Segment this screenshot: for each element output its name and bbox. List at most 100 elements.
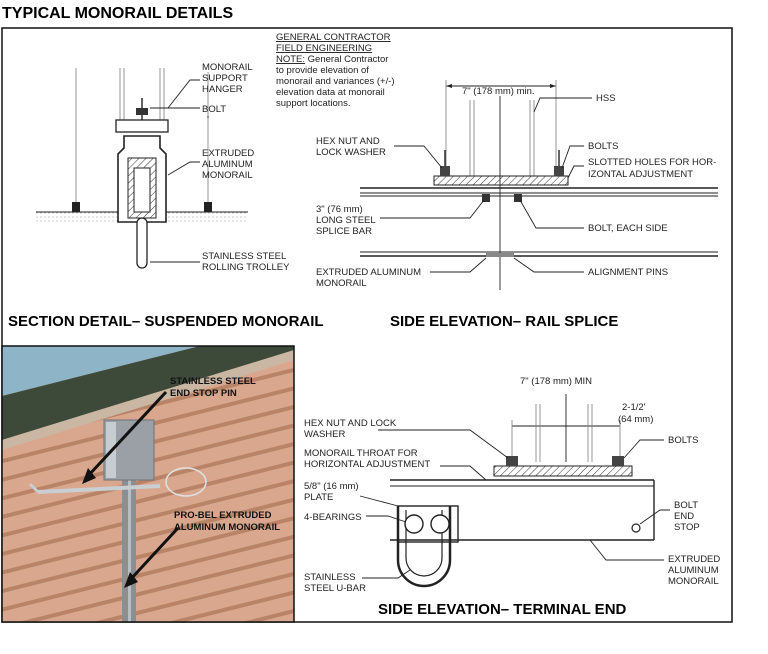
alignment-pin-bar [486, 253, 514, 257]
photo-end-stop-pin [37, 484, 161, 494]
label-t-ext-1: EXTRUDED [668, 554, 720, 565]
label-t-hex-2: WASHER [304, 429, 345, 440]
leader-t-throat [440, 465, 487, 481]
leader-t-plate [359, 495, 399, 507]
label-splice-dim: 7" (178 mm) min. [462, 86, 535, 97]
label-trolley-1: STAINLESS STEEL [202, 251, 286, 262]
label-splice-1: 3" (76 mm) [316, 204, 363, 215]
photo-label-rail-2: ALUMINUM MONORAIL [174, 522, 280, 533]
label-t-ubar-2: STEEL U-BAR [304, 583, 366, 594]
photo-lanyard-loop [165, 467, 207, 497]
label-slotted-1: SLOTTED HOLES FOR HOR- [588, 157, 716, 168]
note-line-2: FIELD ENGINEERING [276, 43, 372, 54]
label-extruded-3: MONORAIL [202, 170, 253, 181]
installation-photo: STAINLESS STEEL END STOP PIN PRO-BEL EXT… [1, 345, 295, 623]
dim-arrow-right [550, 84, 556, 88]
splice-plate [433, 175, 569, 186]
photo-arrow-rail [128, 526, 180, 582]
note-line-1: GENERAL CONTRACTOR [276, 32, 391, 43]
label-t-throat-1: MONORAIL THROAT FOR [304, 448, 418, 459]
note-line-7: support locations. [276, 98, 350, 109]
leader-slotted [567, 165, 584, 179]
photo-label-pin-1: STAINLESS STEEL [170, 376, 256, 387]
label-trolley-2: ROLLING TROLLEY [202, 262, 290, 273]
leader-t-bearings [366, 515, 407, 523]
note-line-3-rest: General Contractor [305, 54, 388, 65]
terminal-plate [493, 465, 633, 477]
label-t-bearings: 4-BEARINGS [304, 512, 362, 523]
anchor-left [72, 202, 80, 212]
label-hex-1: HEX NUT AND [316, 136, 380, 147]
label-bolt-each: BOLT, EACH SIDE [588, 223, 668, 234]
u-bar-inner [405, 510, 443, 577]
note-line-3: NOTE: General Contractor [276, 54, 388, 65]
label-terminal-dim2a: 2-1/2' [622, 402, 646, 413]
u-bar-outer [396, 506, 452, 588]
leader-rail [167, 161, 200, 176]
leader-splice-bar [380, 199, 485, 219]
label-t-plate-2: PLATE [304, 492, 333, 503]
rolling-trolley [136, 217, 148, 269]
photo-arrowhead-rail [124, 572, 138, 588]
note-label: NOTE: [276, 54, 305, 65]
photo-eave [2, 346, 294, 440]
label-extruded-1: EXTRUDED [202, 148, 254, 159]
label-splice-3: SPLICE BAR [316, 226, 372, 237]
terminal-nut-left [506, 456, 518, 466]
sheet-frame [1, 27, 733, 623]
label-bolt: BOLT [202, 104, 226, 115]
label-bolts: BOLTS [588, 141, 618, 152]
leader-t-stop [639, 509, 670, 525]
anchor-right [204, 202, 212, 212]
label-pins: ALIGNMENT PINS [588, 267, 668, 278]
label-hex-2: LOCK WASHER [316, 147, 386, 158]
label-t-ext-2: ALUMINUM [668, 565, 719, 576]
label-terminal-dim2b: (64 mm) [618, 414, 653, 425]
hss-cap [115, 119, 169, 133]
label-t-bolts: BOLTS [668, 435, 698, 446]
photo-monorail-highlight [128, 430, 131, 622]
label-terminal-dim: 7" (178 mm) MIN [520, 376, 592, 387]
section-detail-drawing: MONORAIL SUPPORT HANGER BOLT EXTRUDED AL… [36, 62, 290, 273]
label-t-ext-3: MONORAIL [668, 576, 719, 587]
label-hanger-2: SUPPORT [202, 73, 248, 84]
bearing-plate [397, 505, 459, 543]
note-line-6: elevation data at monorail [276, 87, 385, 98]
photo-arrow-pin [86, 390, 168, 478]
leader-hex [394, 145, 443, 169]
photo-label-pin-2: END STOP PIN [170, 388, 237, 399]
leader-t-ubar [362, 569, 411, 579]
dim-arrow-left [446, 84, 452, 88]
caption-terminal-end: SIDE ELEVATION– TERMINAL END [378, 601, 627, 618]
caption-section-detail: SECTION DETAIL– SUSPENDED MONORAIL [8, 313, 324, 330]
terminal-end-drawing: 7" (178 mm) MIN 2-1/2' (64 mm) [304, 376, 720, 594]
label-splice-2: LONG STEEL [316, 215, 376, 226]
photo-border [1, 345, 295, 623]
label-hanger-3: HANGER [202, 84, 243, 95]
label-t-stop-3: STOP [674, 522, 700, 533]
label-t-ubar-1: STAINLESS [304, 572, 356, 583]
trolley-wheel [133, 167, 151, 213]
field-engineering-note: GENERAL CONTRACTOR FIELD ENGINEERING NOT… [276, 32, 395, 109]
leader-bolt-each [519, 199, 584, 229]
label-slotted-2: IZONTAL ADJUSTMENT [588, 169, 693, 180]
label-t-stop-1: BOLT [674, 500, 698, 511]
label-hss: HSS [596, 93, 616, 104]
label-t-throat-2: HORIZONTAL ADJUSTMENT [304, 459, 430, 470]
leader-hss [533, 97, 592, 113]
bearing-2 [430, 514, 450, 534]
leader-t-bolts [623, 439, 664, 459]
label-hanger-1: MONORAIL [202, 62, 253, 73]
splice-bolt-1 [482, 194, 490, 202]
label-ext-2: MONORAIL [316, 278, 367, 289]
photo-label-rail-1: PRO-BEL EXTRUDED [174, 510, 272, 521]
note-line-5: monorail and variances (+/-) [276, 76, 395, 87]
rail-splice-drawing: 7" (178 mm) min. HSS HEX NUT AND LOCK [316, 80, 718, 290]
splice-bolt-2 [514, 194, 522, 202]
terminal-nut-right [612, 456, 624, 466]
label-extruded-2: ALUMINUM [202, 159, 253, 170]
sheet-title: TYPICAL MONORAIL DETAILS [2, 5, 233, 22]
leader-hanger [167, 79, 200, 109]
